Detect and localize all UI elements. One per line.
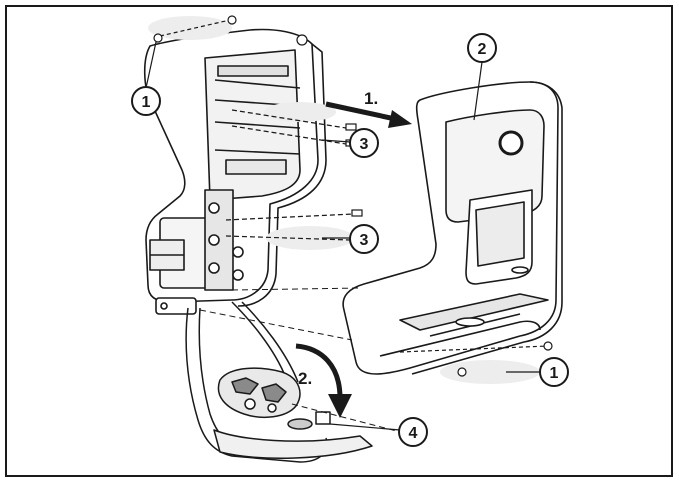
leader-lines bbox=[145, 41, 540, 431]
callout-1-bottom-label: 1 bbox=[550, 365, 559, 382]
front-cover bbox=[342, 81, 563, 375]
callout-3-lower: 3 bbox=[349, 224, 379, 254]
callout-3-upper-label: 3 bbox=[360, 136, 369, 153]
screw-group-top bbox=[148, 15, 308, 46]
alignment-lines bbox=[199, 287, 417, 437]
step-1-label: 1. bbox=[364, 89, 378, 108]
callout-2: 2 bbox=[467, 33, 497, 63]
cable-holder bbox=[185, 301, 373, 463]
callout-1-top: 1 bbox=[131, 86, 161, 116]
step-1-arrow bbox=[325, 101, 412, 128]
callout-4: 4 bbox=[398, 417, 428, 447]
back-plate bbox=[143, 28, 327, 315]
callout-3-lower-label: 3 bbox=[360, 232, 369, 249]
callout-1-top-label: 1 bbox=[142, 94, 151, 111]
screw-group-middle bbox=[225, 102, 363, 250]
callout-3-upper: 3 bbox=[349, 128, 379, 158]
callout-2-label: 2 bbox=[478, 41, 487, 58]
diagram-frame bbox=[5, 5, 673, 477]
step-2-arrow bbox=[295, 343, 352, 418]
callout-1-bottom: 1 bbox=[539, 357, 569, 387]
callout-4-label: 4 bbox=[409, 425, 418, 442]
step-2-label: 2. bbox=[298, 369, 312, 388]
screw-group-bottom bbox=[399, 341, 553, 384]
